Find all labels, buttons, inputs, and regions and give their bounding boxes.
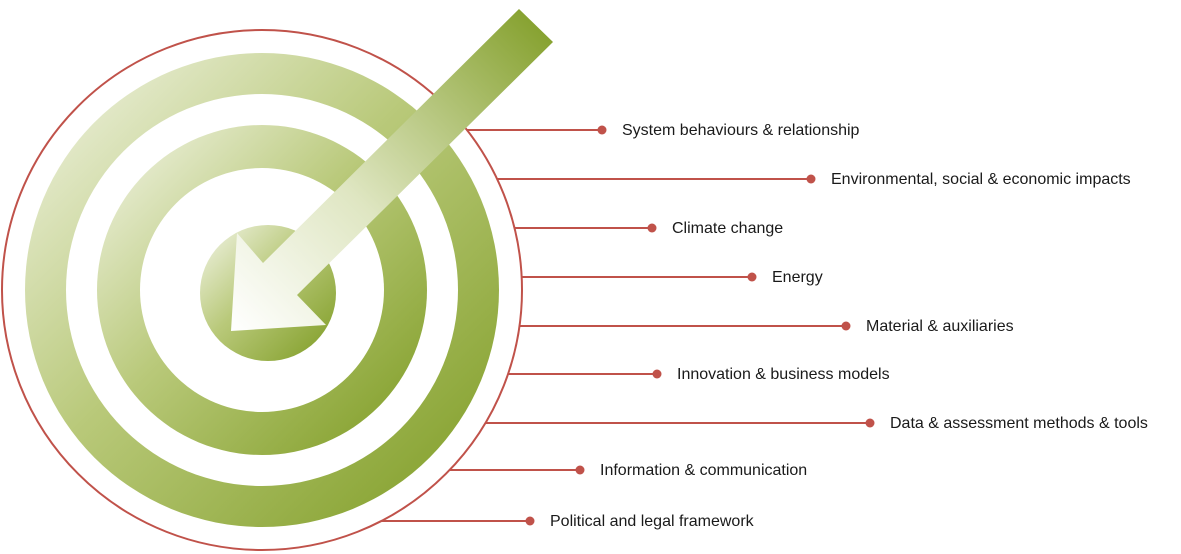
- connector-dot: [597, 125, 607, 135]
- topic-label: Innovation & business models: [677, 366, 890, 383]
- topic-label: Energy: [772, 269, 823, 286]
- connector-dot: [747, 272, 757, 282]
- arrow-icon: [231, 9, 553, 331]
- topic-label: System behaviours & relationship: [622, 122, 860, 139]
- connector-dot: [652, 369, 662, 379]
- connector-dot: [525, 516, 535, 526]
- topic-label: Information & communication: [600, 462, 807, 479]
- connector-dot: [806, 174, 816, 184]
- topic-label: Political and legal framework: [550, 513, 755, 530]
- topic-label: Data & assessment methods & tools: [890, 415, 1148, 432]
- connector-dot: [647, 223, 657, 233]
- topic-label: Climate change: [672, 220, 783, 237]
- connector-dot: [575, 465, 585, 475]
- connector-dot: [865, 418, 875, 428]
- topic-label: Environmental, social & economic impacts: [831, 171, 1131, 188]
- connector-dot: [841, 321, 851, 331]
- topic-label: Material & auxiliaries: [866, 318, 1014, 335]
